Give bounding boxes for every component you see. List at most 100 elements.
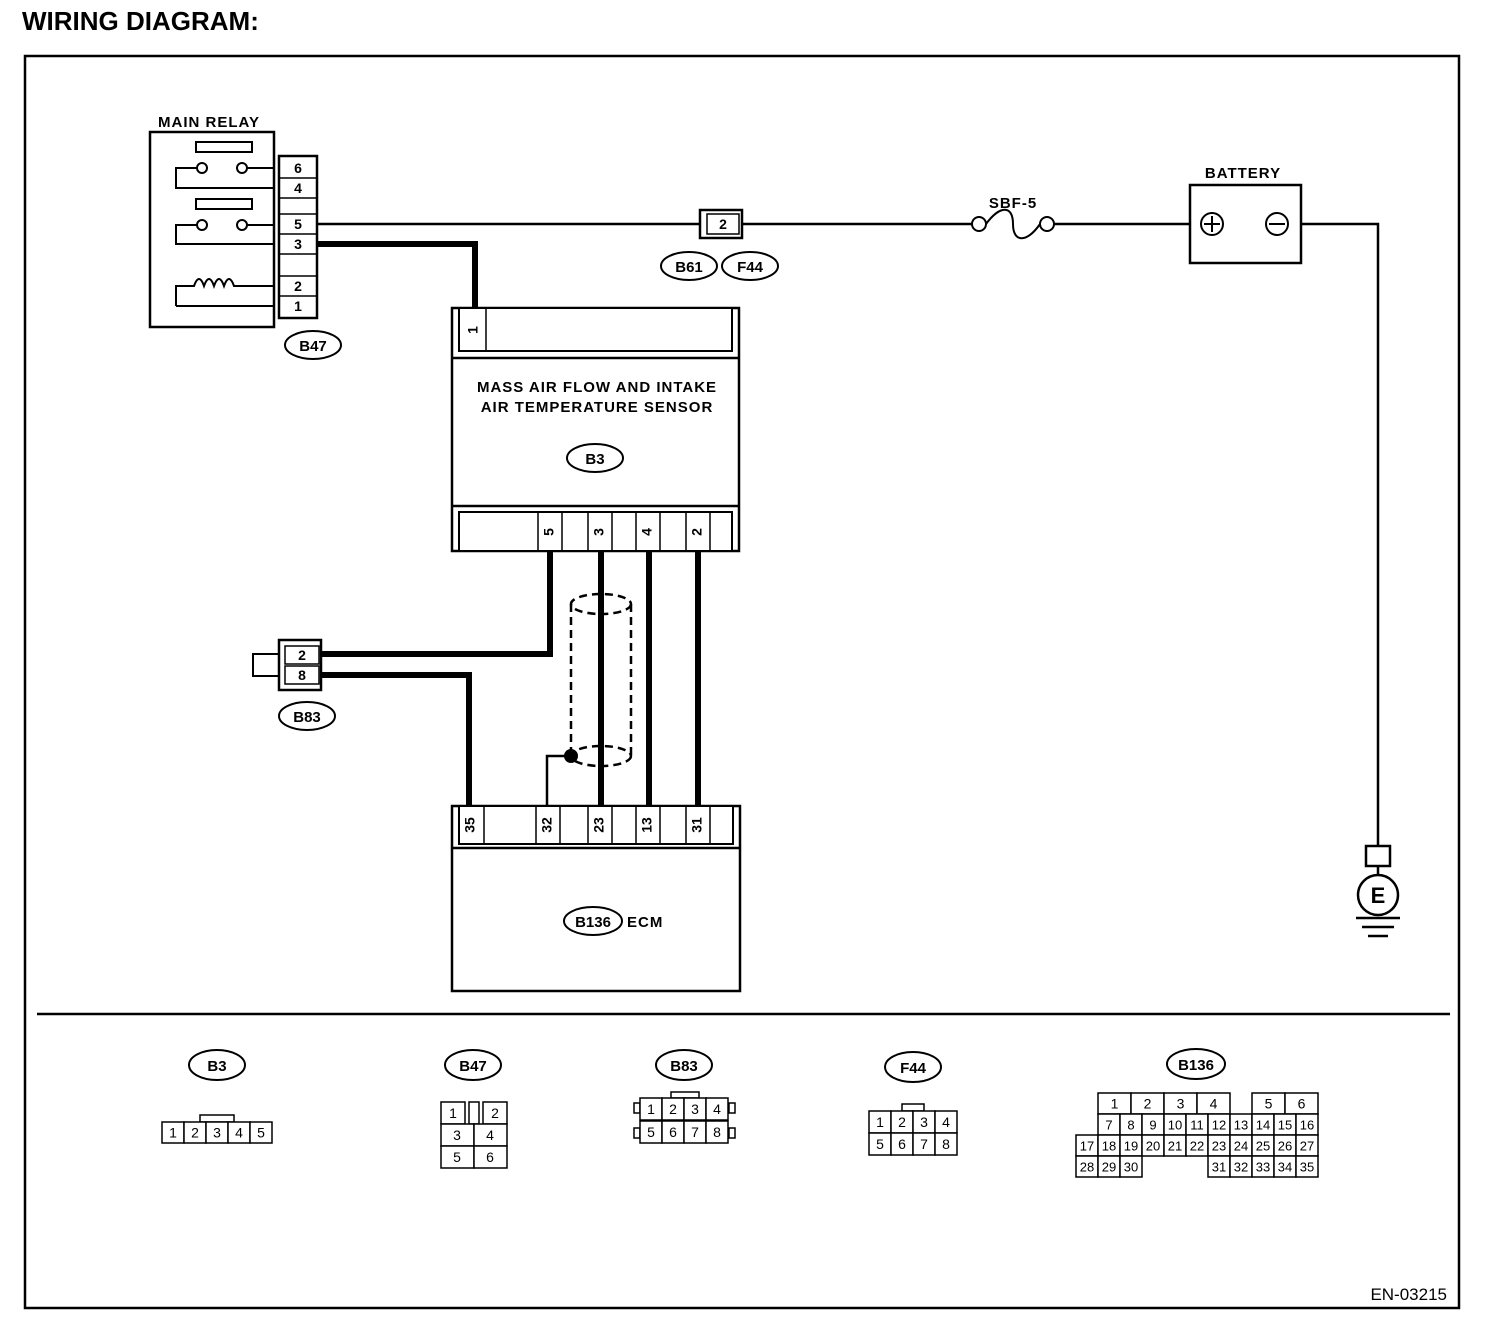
pin-label: 11 [1190, 1118, 1204, 1133]
connector-view-key [468, 1101, 480, 1125]
connector-tag-b83 [278, 701, 336, 731]
maf-pin-3: 3 [591, 528, 607, 536]
connector-view-ear [633, 1102, 641, 1114]
wire-shield-to-ecm32 [545, 754, 571, 806]
connector-view-ear [728, 1102, 736, 1114]
connector-tag-label: F44 [737, 259, 764, 276]
diagram-frame [23, 54, 1461, 1310]
fuse-sbf5: SBF-5 [971, 195, 1055, 240]
pin-label: 1 [169, 1125, 177, 1141]
wire-battery-to-ground [1301, 222, 1380, 846]
b83-latch [252, 653, 282, 677]
pin-label: 8 [713, 1124, 721, 1140]
connector-tag-b3 [566, 443, 624, 473]
pin-label: 33 [1256, 1160, 1270, 1175]
connector-tag-b136 [563, 906, 623, 936]
pin-label: 2 [1144, 1096, 1152, 1112]
relay-pin: 4 [294, 180, 302, 196]
b83-pin-cell [284, 665, 320, 685]
connector-view-tag-label: B83 [670, 1058, 698, 1075]
pin-label: 31 [1212, 1160, 1226, 1175]
relay-coil [175, 278, 274, 306]
pin-label: 10 [1168, 1118, 1182, 1133]
pin-label: 25 [1256, 1139, 1270, 1154]
connector-tag-f44 [721, 251, 779, 281]
connector-tag-label: B83 [293, 709, 321, 726]
battery-label: BATTERY [1205, 165, 1281, 182]
ecm-pin-13: 13 [639, 817, 655, 833]
relay-pin: 3 [294, 236, 302, 252]
pin-label: 6 [486, 1149, 494, 1165]
relay-internal-wire [175, 167, 274, 189]
fuse-label: SBF-5 [989, 195, 1037, 212]
pin-label: 18 [1102, 1139, 1116, 1154]
ecm-pin-32: 32 [539, 817, 555, 833]
pin-label: 4 [1210, 1096, 1218, 1112]
main-relay: MAIN RELAY 6 4 5 3 2 1 B47 [148, 114, 342, 360]
maf-pin-5: 5 [541, 528, 557, 536]
connector-tag-label: B61 [675, 259, 703, 276]
b83-pin-cell [284, 645, 320, 665]
pin-label: 3 [920, 1114, 928, 1130]
maf-top-connector-strip [458, 307, 733, 352]
connector-view-tag-label: B136 [1178, 1057, 1214, 1074]
pin-label: 2 [898, 1114, 906, 1130]
pin-label: 6 [669, 1124, 677, 1140]
connector-tag-b61 [660, 251, 718, 281]
maf-pin-2: 2 [689, 528, 705, 536]
pin-label: 4 [942, 1114, 950, 1130]
pin-label: 6 [1298, 1096, 1306, 1112]
pin-label: 1 [449, 1105, 457, 1121]
connector-view-latch [901, 1103, 925, 1112]
pin-label: 34 [1278, 1160, 1292, 1175]
pin-label: 17 [1080, 1139, 1094, 1154]
connector-view-tag [188, 1049, 246, 1081]
pin-label: 26 [1278, 1139, 1292, 1154]
maf-sensor-b3: 1 MASS AIR FLOW AND INTAKE AIR TEMPERATU… [450, 306, 741, 553]
pin-label: 5 [876, 1136, 884, 1152]
connector-view-latch [670, 1091, 700, 1099]
pin-label: 15 [1278, 1118, 1292, 1133]
pin-label: 7 [1105, 1118, 1112, 1133]
connector-view-tag-label: B3 [207, 1058, 226, 1075]
pin-label: 27 [1300, 1139, 1314, 1154]
pin-label: 19 [1124, 1139, 1138, 1154]
pin-label: 29 [1102, 1160, 1116, 1175]
pin-label: 22 [1190, 1139, 1204, 1154]
pin-label: 4 [713, 1101, 721, 1117]
pin-label: 21 [1168, 1139, 1182, 1154]
page-title: WIRING DIAGRAM: [22, 6, 259, 36]
pin-label: 7 [920, 1136, 928, 1152]
pin-label: 20 [1146, 1139, 1160, 1154]
pin-label: 7 [691, 1124, 699, 1140]
pin-label: 3 [213, 1125, 221, 1141]
relay-internal-wire [175, 224, 274, 245]
pin-label: 2 [669, 1101, 677, 1117]
inline-connector-pin: 2 [719, 216, 727, 232]
relay-pin: 6 [294, 160, 302, 176]
ecm-connector-strip [458, 805, 734, 845]
pin-label: 8 [942, 1136, 950, 1152]
pin-label: 32 [1234, 1160, 1248, 1175]
ecm-pin-31: 31 [689, 817, 705, 833]
pin-label: 13 [1234, 1118, 1248, 1133]
main-relay-body [148, 130, 276, 329]
relay-contact-point [236, 219, 248, 231]
connector-view-cell [249, 1121, 273, 1144]
relay-contact-bar [195, 198, 253, 210]
relay-contact-bar [195, 141, 253, 153]
maf-pin-4: 4 [639, 528, 655, 536]
relay-pin: 2 [294, 278, 302, 294]
pin-label: 3 [453, 1127, 461, 1143]
battery: BATTERY [1188, 165, 1303, 265]
maf-label-line1: MASS AIR FLOW AND INTAKE [477, 379, 717, 396]
ecm-pin-23: 23 [591, 817, 607, 833]
figure-code: EN-03215 [1370, 1285, 1447, 1304]
b83-pin-2: 2 [298, 647, 306, 663]
pin-label: 5 [1265, 1096, 1273, 1112]
